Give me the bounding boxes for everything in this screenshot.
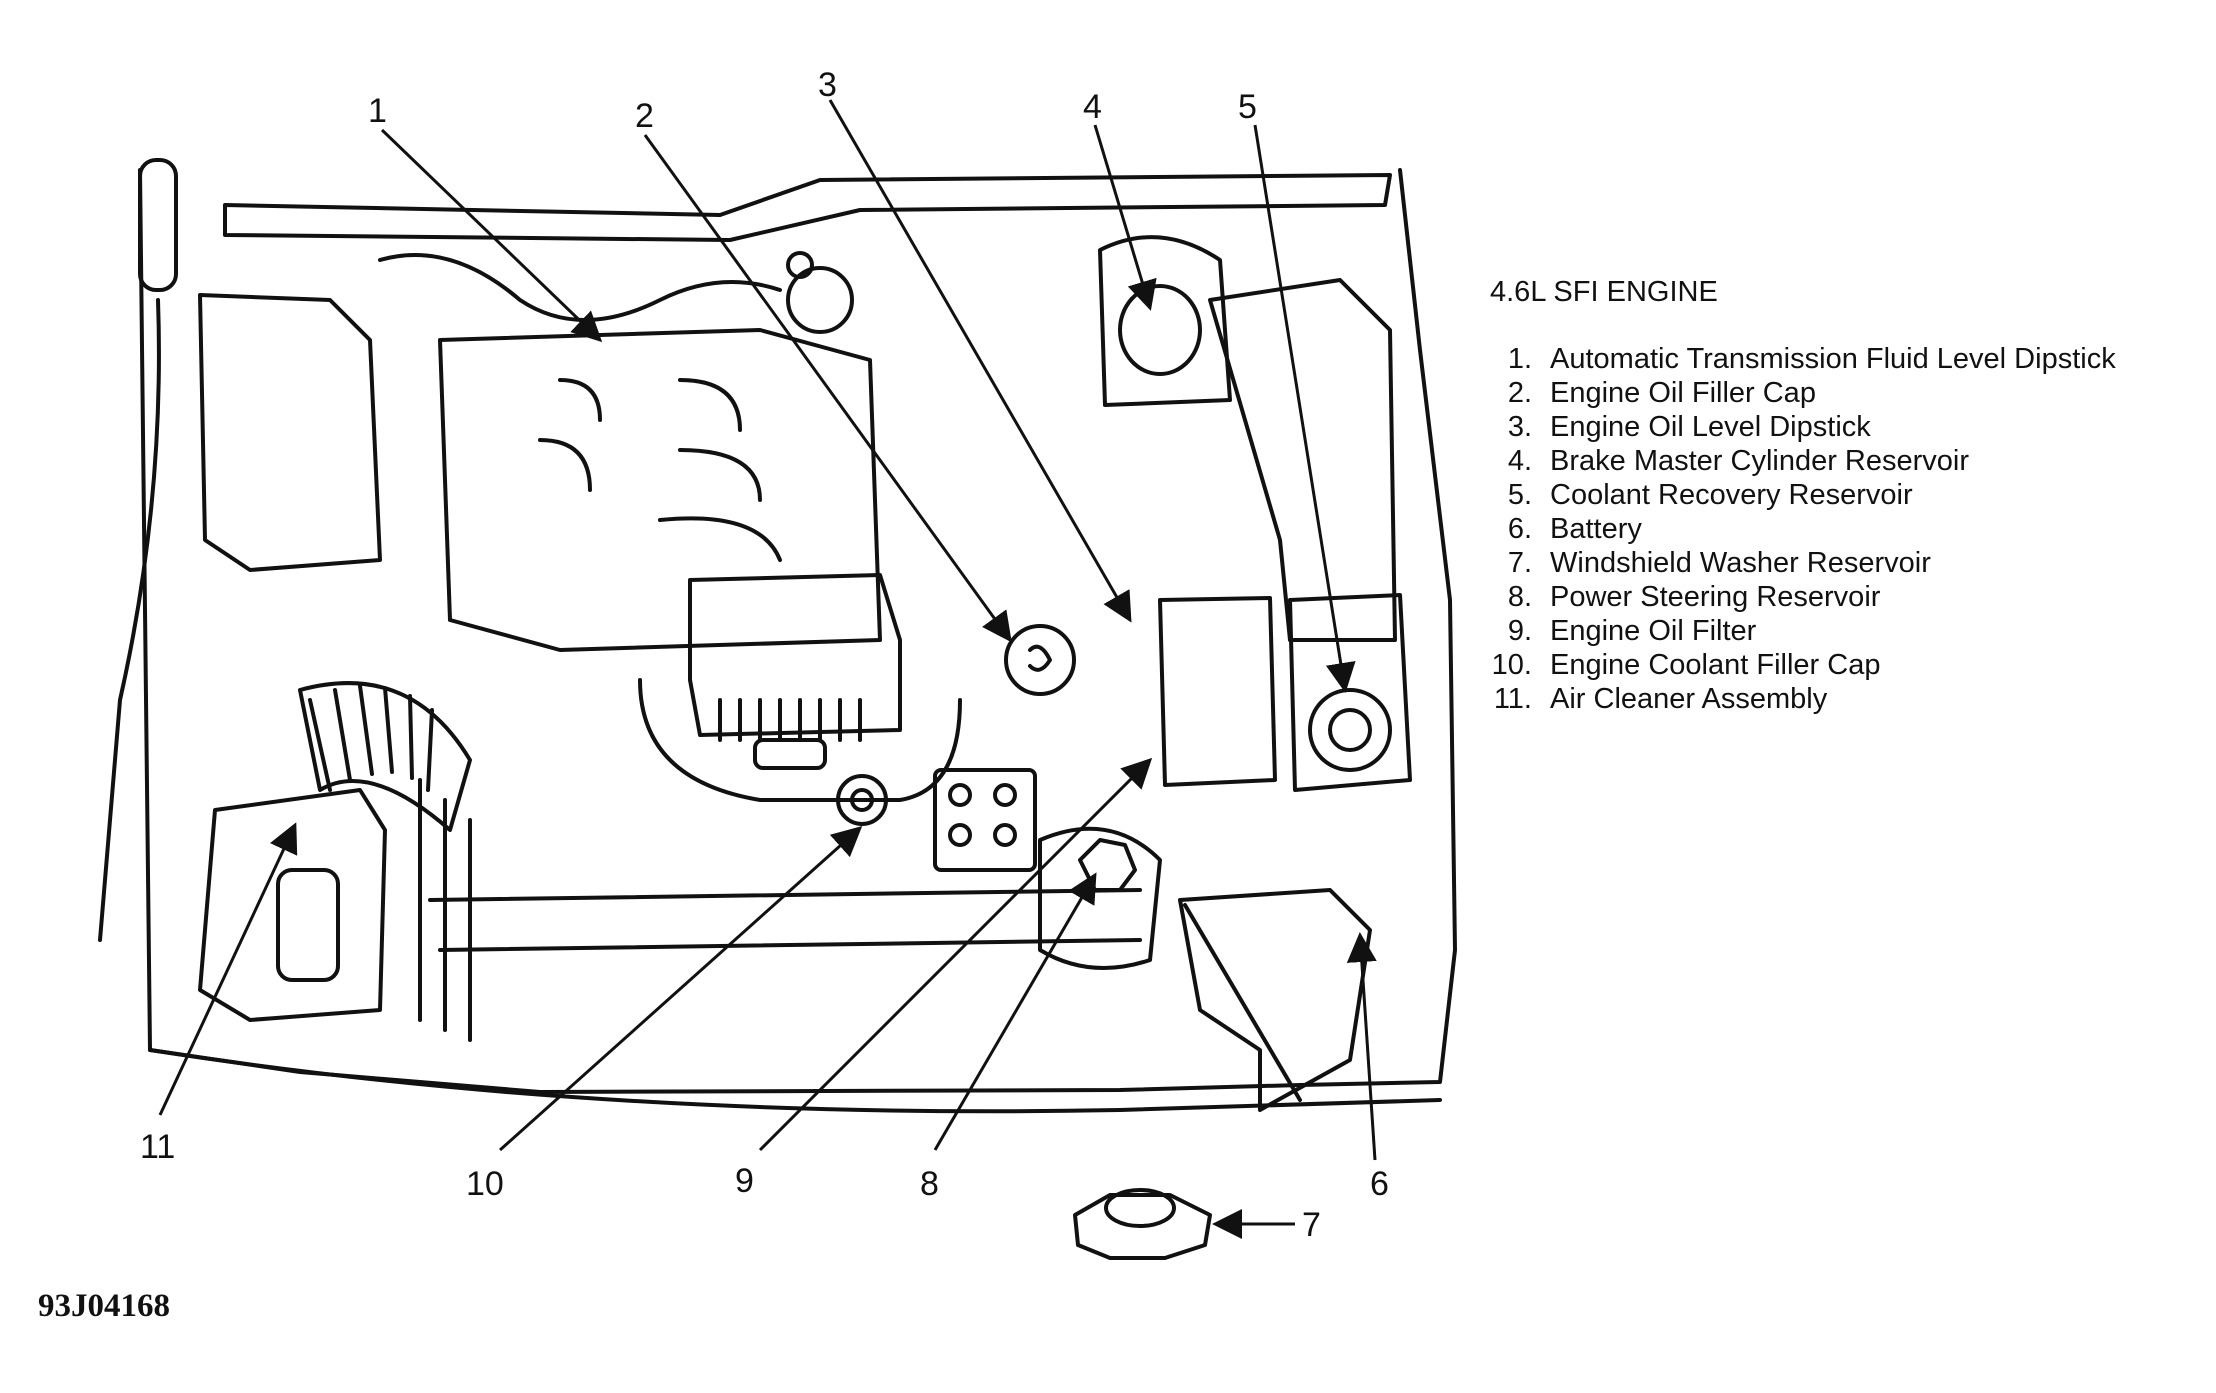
leader-1 (380, 128, 603, 343)
legend-item-number: 3. (1507, 411, 1532, 443)
legend-item-number: 6. (1507, 513, 1532, 545)
washer-reservoir-cap-drawing (1073, 1188, 1212, 1260)
leader-3 (828, 99, 1132, 623)
radiator-support (428, 888, 1142, 952)
legend-item-number: 1. (1507, 343, 1532, 375)
legend-item-number: 8. (1507, 581, 1532, 613)
legend-item: 4. Brake Master Cylinder Reservoir (1490, 444, 2190, 478)
washer-pump-drawing (1178, 888, 1372, 1112)
engine-oil-filler-cap-drawing (1004, 624, 1076, 696)
figure-code: 93J04168 (38, 1288, 170, 1324)
upper-radiator-hose (638, 678, 962, 802)
manifold-runners (538, 378, 782, 562)
callout-2: 2 (635, 97, 654, 135)
legend-item-number: 5. (1507, 479, 1532, 511)
legend-item-label: Engine Coolant Filler Cap (1550, 649, 1881, 681)
legend-title: 4.6L SFI ENGINE (1490, 276, 1718, 308)
air-cleaner-sensor (276, 868, 340, 982)
legend-item: 10. Engine Coolant Filler Cap (1490, 648, 2190, 682)
leader-9 (758, 757, 1153, 1152)
legend-item-label: Engine Oil Filler Cap (1550, 377, 1816, 409)
alternator-bracket (688, 573, 902, 737)
callout-11: 11 (140, 1128, 175, 1166)
legend-item-label: Engine Oil Level Dipstick (1550, 411, 1871, 443)
legend: 4.6L SFI ENGINE 1. Automatic Transmission… (1490, 275, 2190, 716)
cowl-panel (223, 173, 1392, 242)
legend-item-number: 4. (1507, 445, 1532, 477)
callout-6: 6 (1370, 1165, 1389, 1203)
relay-block (933, 768, 1037, 872)
callout-10: 10 (466, 1165, 504, 1203)
throttle-body (786, 266, 854, 334)
air-cleaner-housing (198, 788, 387, 1022)
legend-item: 5. Coolant Recovery Reservoir (1490, 478, 2190, 512)
engine-bay-drawing (98, 158, 1457, 1114)
legend-item-number: 10. (1491, 649, 1532, 681)
legend-item: 3. Engine Oil Level Dipstick (1490, 410, 2190, 444)
alternator-pulley (753, 738, 827, 770)
leader-4 (1093, 124, 1157, 311)
legend-item: 6. Battery (1490, 512, 2190, 546)
legend-list: 1. Automatic Transmission Fluid Level Dip… (1490, 342, 2190, 716)
intake-manifold (438, 328, 882, 652)
callout-8: 8 (920, 1165, 939, 1203)
legend-item-number: 11. (1493, 683, 1532, 715)
wiring-harness (378, 253, 782, 322)
callout-leaders (158, 99, 1377, 1239)
left-shock-tower (198, 293, 382, 572)
callout-3: 3 (818, 66, 837, 104)
legend-item-number: 2. (1507, 377, 1532, 409)
leader-6 (1346, 932, 1377, 1161)
right-shock-tower (1208, 278, 1397, 642)
legend-item: 2. Engine Oil Filler Cap (1490, 376, 2190, 410)
legend-item-label: Windshield Washer Reservoir (1550, 547, 1931, 579)
power-steering-cap (1078, 838, 1137, 892)
leader-2 (643, 134, 1012, 643)
callout-5: 5 (1238, 88, 1257, 126)
intake-duct-ribs (308, 684, 434, 792)
legend-item: 9. Engine Oil Filter (1490, 614, 2190, 648)
leader-10 (498, 825, 863, 1152)
callout-numbers: 1 2 3 4 5 6 7 8 9 10 11 (140, 66, 1389, 1244)
legend-item-label: Automatic Transmission Fluid Level Dipst… (1550, 343, 2116, 375)
legend-item: 8. Power Steering Reservoir (1490, 580, 2190, 614)
legend-item-label: Brake Master Cylinder Reservoir (1550, 445, 1970, 477)
callout-4: 4 (1083, 88, 1102, 126)
leader-8 (933, 872, 1097, 1151)
legend-item-label: Battery (1550, 513, 1642, 545)
legend-item-number: 7. (1507, 547, 1532, 579)
battery-drawing (1158, 596, 1277, 787)
legend-item-number: 9. (1507, 615, 1532, 647)
engine-coolant-filler-cap-drawing (836, 774, 888, 826)
legend-item-label: Air Cleaner Assembly (1550, 683, 1828, 715)
legend-item: 11. Air Cleaner Assembly (1490, 682, 2190, 716)
coolant-recovery-reservoir-drawing (1288, 593, 1412, 792)
manifold-knob (786, 251, 814, 279)
legend-item-label: Engine Oil Filter (1550, 615, 1757, 647)
ground-post (138, 158, 178, 292)
front-bumper-outline (148, 1048, 1442, 1114)
legend-item-label: Power Steering Reservoir (1550, 581, 1881, 613)
callout-9: 9 (735, 1162, 754, 1200)
fuel-lines (418, 778, 472, 1042)
legend-item-label: Coolant Recovery Reservoir (1550, 479, 1913, 511)
leader-11 (158, 822, 298, 1116)
left-cable (98, 298, 161, 942)
callout-7: 7 (1302, 1206, 1321, 1244)
alternator-fins (718, 698, 862, 742)
legend-item: 7. Windshield Washer Reservoir (1490, 546, 2190, 580)
leader-5 (1253, 124, 1356, 693)
legend-item: 1. Automatic Transmission Fluid Level Dip… (1490, 342, 2190, 376)
power-steering-pump (1038, 826, 1162, 970)
brake-master-cylinder-drawing (1118, 284, 1202, 376)
callout-1: 1 (368, 92, 387, 130)
